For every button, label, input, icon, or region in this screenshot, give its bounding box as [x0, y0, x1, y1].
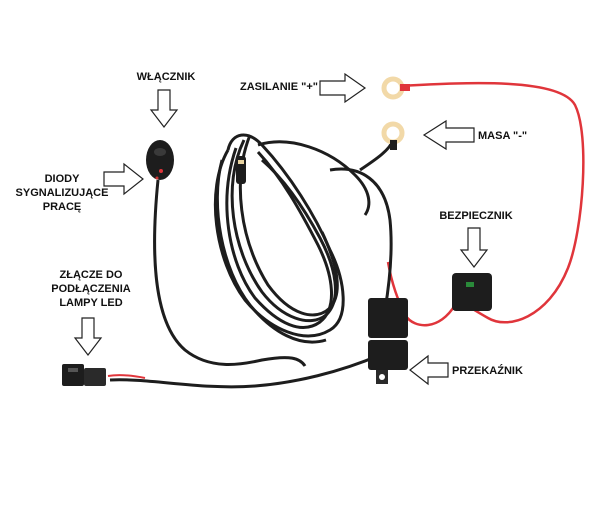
red-power-wire [399, 81, 585, 324]
label-bezpiecznik: BEZPIECZNIK [439, 210, 513, 222]
arrow-right-diody [103, 162, 144, 196]
negative-ring-terminal [381, 121, 405, 150]
label-diody-line1: DIODY [44, 173, 80, 185]
arrow-left-masa [422, 119, 475, 151]
label-zlacze: ZŁĄCZE DO PODŁĄCZENIA LAMPY LED [46, 268, 136, 310]
label-zlacze-line3: LAMPY LED [59, 297, 123, 309]
arrow-right-zasilanie [319, 72, 367, 104]
coiled-black-cable [213, 133, 371, 344]
switch-cable [153, 179, 307, 367]
fuse-holder [452, 273, 492, 311]
label-masa: MASA "-" [478, 130, 528, 142]
label-diody-line3: PRACĘ [42, 201, 82, 213]
arrow-down-bezpiecznik [459, 227, 489, 268]
arrow-left-przekaznik [409, 354, 449, 386]
arrow-down-wlacznik [149, 89, 179, 128]
relay [368, 298, 408, 384]
label-zlacze-line1: ZŁĄCZE DO [59, 269, 123, 281]
led-lamp-connector [62, 364, 106, 386]
label-diody: DIODY SYGNALIZUJĄCE PRACĘ [14, 172, 110, 214]
label-przekaznik: PRZEKAŹNIK [452, 365, 523, 377]
label-zasilanie: ZASILANIE "+" [240, 81, 318, 93]
label-diody-line2: SYGNALIZUJĄCE [15, 187, 109, 199]
cable-to-relay [329, 167, 393, 311]
label-zlacze-line2: PODŁĄCZENIA [51, 283, 131, 295]
led-connector-red-wire [107, 374, 146, 379]
ground-cable [359, 139, 395, 172]
positive-ring-terminal [381, 76, 410, 100]
inline-connector [236, 156, 246, 184]
arrow-down-zlacze [73, 317, 103, 356]
switch-body [146, 140, 174, 180]
label-wlacznik: WŁĄCZNIK [136, 71, 196, 83]
led-connector-cable [109, 353, 381, 389]
